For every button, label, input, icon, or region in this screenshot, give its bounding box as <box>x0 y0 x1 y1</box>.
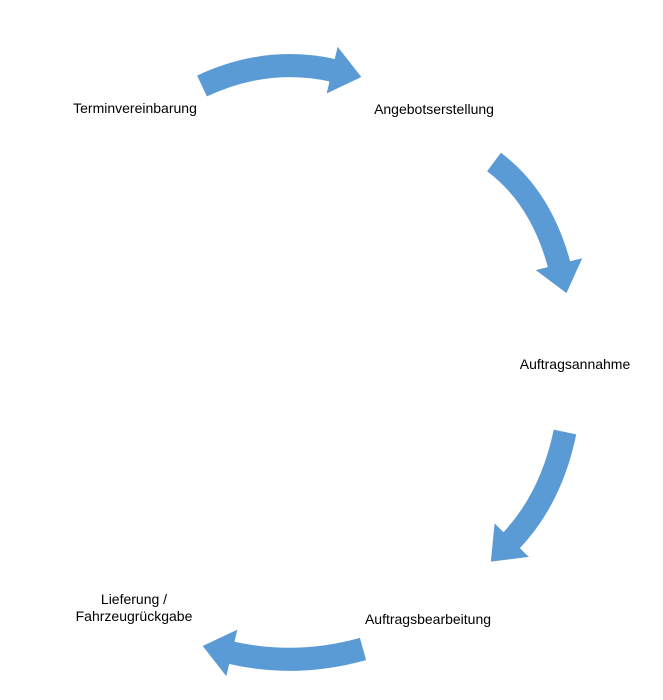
step-label-auftragsannahme: Auftragsannahme <box>519 356 631 372</box>
curved-arrow-termin-to-angebot <box>197 46 362 97</box>
step-label-angebotserstellung: Angebotserstellung <box>374 101 494 117</box>
step-label-auftragsbearbeitung: Auftragsbearbeitung <box>364 611 492 627</box>
curved-arrow-bearbeitung-to-lieferung <box>202 629 367 677</box>
step-label-lieferung-fahrzeugrueckgabe: Lieferung / Fahrzeugrückgabe <box>75 591 193 624</box>
curved-arrow-annahme-to-bearbeitung <box>490 429 577 562</box>
curved-arrow-angebot-to-annahme <box>486 152 583 294</box>
step-label-terminvereinbarung: Terminvereinbarung <box>73 100 197 116</box>
